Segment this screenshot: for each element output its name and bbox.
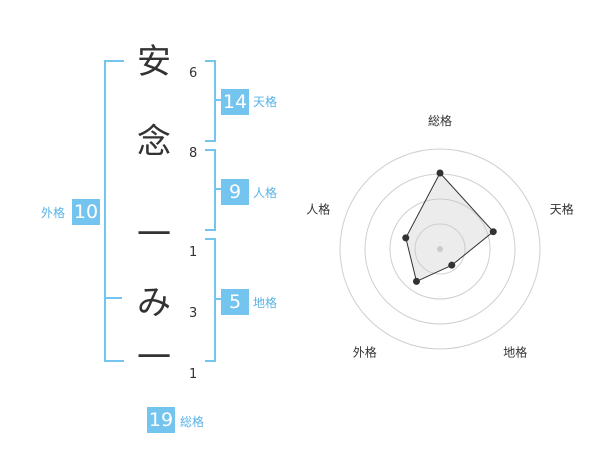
gaikaku-bracket — [104, 60, 124, 362]
radar-center-dot — [437, 246, 443, 252]
soukaku-label: 総格 — [180, 415, 205, 429]
name-char-2: 念 — [137, 122, 171, 162]
jinkaku-value-badge: 9 — [221, 179, 249, 205]
stroke-count-2: 8 — [189, 146, 198, 161]
chikaku-connector — [216, 298, 222, 300]
name-char-3: 一 — [137, 215, 171, 255]
jinkaku-label: 人格 — [253, 186, 278, 200]
radar-axis-label-4: 外格 — [353, 345, 377, 360]
radar-polygon — [405, 172, 495, 283]
radar-point-1 — [436, 169, 444, 177]
tenkaku-connector — [216, 99, 222, 101]
radar-point-5 — [402, 234, 410, 242]
name-char-5: 一 — [137, 338, 171, 378]
gaikaku-value-badge: 10 — [72, 199, 100, 225]
stroke-count-1: 6 — [189, 66, 198, 81]
gaikaku-label: 外格 — [41, 206, 66, 220]
jinkaku-connector — [216, 188, 222, 190]
jinkaku-bracket — [205, 149, 216, 231]
name-char-1: 安 — [137, 42, 171, 82]
radar-axis-label-3: 地格 — [503, 345, 527, 360]
radar-point-3 — [448, 261, 456, 269]
name-char-4: み — [137, 283, 171, 323]
radar-axis-label-2: 天格 — [550, 201, 574, 216]
radar-axis-label-5: 人格 — [306, 201, 330, 216]
gaikaku-bracket-tick — [104, 297, 122, 299]
chikaku-label: 地格 — [253, 296, 278, 310]
radar-axis-label-1: 総格 — [428, 113, 452, 128]
radar-ring-4 — [339, 148, 541, 350]
stroke-count-4: 3 — [189, 306, 198, 321]
soukaku-value-badge: 19 — [147, 407, 175, 433]
radar-point-4 — [412, 277, 420, 285]
tenkaku-bracket — [205, 60, 216, 142]
tenkaku-value-badge: 14 — [221, 89, 249, 115]
radar-ring-1 — [414, 223, 466, 275]
chikaku-value-badge: 5 — [221, 289, 249, 315]
stroke-count-5: 1 — [189, 367, 198, 382]
radar-point-2 — [489, 228, 497, 236]
stroke-count-3: 1 — [189, 245, 198, 260]
chikaku-bracket — [205, 238, 216, 362]
tenkaku-label: 天格 — [253, 95, 278, 109]
radar-ring-2 — [389, 198, 491, 300]
